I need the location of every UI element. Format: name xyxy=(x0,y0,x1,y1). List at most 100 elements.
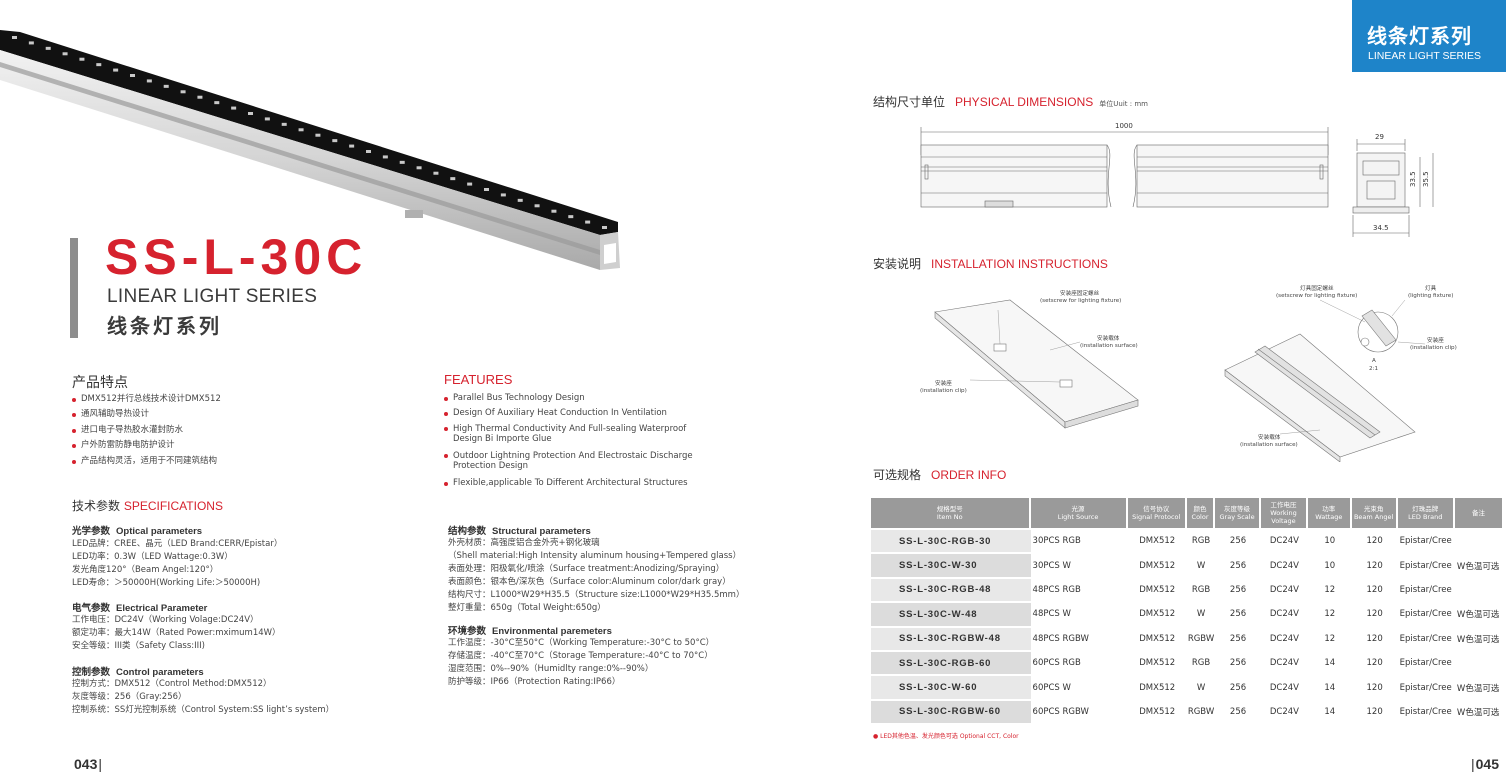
spec-line: 整灯重量：650g（Total Weight:650g） xyxy=(448,603,606,613)
item-number-cell: SS-L-30C-W-60 xyxy=(871,676,1031,699)
spec-line: 安全等级：III类（Safety Class:III) xyxy=(72,641,205,651)
led-chip xyxy=(113,68,119,72)
spec-line: 表面处理：阳极氧化/喷涂（Surface treatment:Anodizing… xyxy=(448,564,725,574)
column-header-cn: 光束角 xyxy=(1363,505,1384,513)
item-number-cell: SS-L-30C-RGB-48 xyxy=(871,578,1031,602)
list-item: 户外防雷防静电防护设计 xyxy=(72,438,392,453)
table-cell: 256 xyxy=(1215,603,1261,626)
label-surface-cn: 安装载体 xyxy=(1097,334,1120,342)
led-chip xyxy=(450,177,456,181)
table-cell: W xyxy=(1186,603,1216,626)
spec-line: 防护等级：IP66（Protection Rating:IP66） xyxy=(448,677,621,687)
table-cell: 48PCS RGB xyxy=(1030,578,1128,602)
table-cell: 14 xyxy=(1307,676,1352,699)
led-chip xyxy=(602,226,607,229)
structural-title-en: Structural parameters xyxy=(492,526,591,537)
column-header-en: LED Brand xyxy=(1408,513,1443,521)
led-chip xyxy=(382,155,388,159)
series-name-cn: 线条灯系列 xyxy=(107,314,222,338)
table-cell: 120 xyxy=(1351,700,1398,724)
spec-line: 发光角度120°（Beam Angel:120°） xyxy=(72,565,219,575)
column-header-en: Light Source xyxy=(1057,513,1099,521)
table-cell: 12 xyxy=(1307,627,1352,650)
spec-line: 外壳材质：高强度铝合金外壳+钢化玻璃 xyxy=(448,538,600,548)
table-cell: DC24V xyxy=(1260,627,1308,650)
label-surface-en: (installation surface) xyxy=(1080,343,1138,349)
table-cell: 48PCS W xyxy=(1030,603,1128,626)
series-tag-cn: 线条灯系列 xyxy=(1367,24,1472,48)
item-number-cell: SS-L-30C-RGBW-48 xyxy=(871,627,1031,650)
led-chip xyxy=(332,139,338,143)
features-cn-title: 产品特点 xyxy=(72,375,128,391)
table-cell: 120 xyxy=(1351,578,1398,602)
item-number-cell: SS-L-30C-RGB-30 xyxy=(871,530,1031,553)
column-header-cn: 备注 xyxy=(1471,509,1485,517)
table-cell: DMX512 xyxy=(1127,603,1187,626)
column-header-en: Beam Angel xyxy=(1353,513,1394,521)
led-chip xyxy=(551,209,557,213)
specs-title-cn: 技术参数 xyxy=(72,499,121,513)
led-chip xyxy=(585,220,591,224)
spec-line: 结构尺寸：L1000*W29*H35.5（Structure size:L100… xyxy=(448,590,745,600)
environmental-title-en: Environmental paremeters xyxy=(492,626,612,637)
list-item: Design Of Auxiliary Heat Conduction In V… xyxy=(444,406,704,421)
column-header-cn: 颜色 xyxy=(1193,505,1207,513)
table-cell: DC24V xyxy=(1260,603,1308,626)
table-cell: DC24V xyxy=(1260,578,1308,602)
table-cell: DMX512 xyxy=(1127,530,1187,553)
table-cell: 30PCS W xyxy=(1030,554,1128,577)
spec-line: LED功率：0.3W（LED Wattage:0.3W） xyxy=(72,552,233,562)
led-chip xyxy=(62,52,68,56)
list-item: 通风辅助导热设计 xyxy=(72,407,392,422)
table-cell: 120 xyxy=(1351,627,1398,650)
table-cell: 256 xyxy=(1215,676,1261,699)
led-chip xyxy=(231,106,237,110)
led-chip xyxy=(517,198,523,202)
page-number-right: |045 xyxy=(1471,756,1499,772)
led-chip xyxy=(349,144,355,148)
table-cell: W xyxy=(1186,676,1216,699)
column-header-en: Signal Protocol xyxy=(1132,513,1181,521)
table-cell: Epistar/Cree xyxy=(1397,578,1455,602)
spec-line: 灰度等级：256（Gray:256） xyxy=(72,692,187,702)
list-item: Outdoor Lightning Protection And Electro… xyxy=(444,449,704,476)
table-cell: 60PCS RGBW xyxy=(1030,700,1128,724)
table-cell: W色温可选 xyxy=(1454,627,1504,650)
table-cell: DC24V xyxy=(1260,676,1308,699)
led-chip xyxy=(281,122,287,126)
electrical-params: 工作电压：DC24V（Working Volage:DC24V） 额定功率：最大… xyxy=(72,614,281,653)
dim-base-width: 34.5 xyxy=(1373,224,1389,232)
dimensions-unit: 单位Uuit : mm xyxy=(1099,100,1148,108)
table-cell: 14 xyxy=(1307,700,1352,724)
optical-title-en: Optical parameters xyxy=(116,526,203,537)
column-header-cn: 功率 xyxy=(1322,505,1336,513)
label-surface2-en: (installation surface) xyxy=(1240,442,1298,448)
led-chip xyxy=(96,63,102,67)
table-cell: Epistar/Cree xyxy=(1397,603,1455,626)
spec-line: 额定功率：最大14W（Rated Power:mximum14W） xyxy=(72,628,281,638)
optical-params: LED品牌：CREE、晶元（LED Brand:CERR/Epistar） LE… xyxy=(72,538,282,590)
linear-light-product-image xyxy=(0,30,620,270)
list-item: DMX512并行总线技术设计DMX512 xyxy=(72,392,392,407)
led-chip xyxy=(534,204,540,208)
list-item: Parallel Bus Technology Design xyxy=(444,391,704,406)
led-chip xyxy=(467,182,473,186)
table-cell: 256 xyxy=(1215,700,1261,724)
specs-title: 技术参数 SPECIFICATIONS xyxy=(72,497,223,514)
series-tag: 线条灯系列 LINEAR LIGHT SERIES xyxy=(1352,0,1506,72)
table-cell: 120 xyxy=(1351,603,1398,626)
spec-line: （Shell material:High Intensity aluminum … xyxy=(448,551,742,561)
